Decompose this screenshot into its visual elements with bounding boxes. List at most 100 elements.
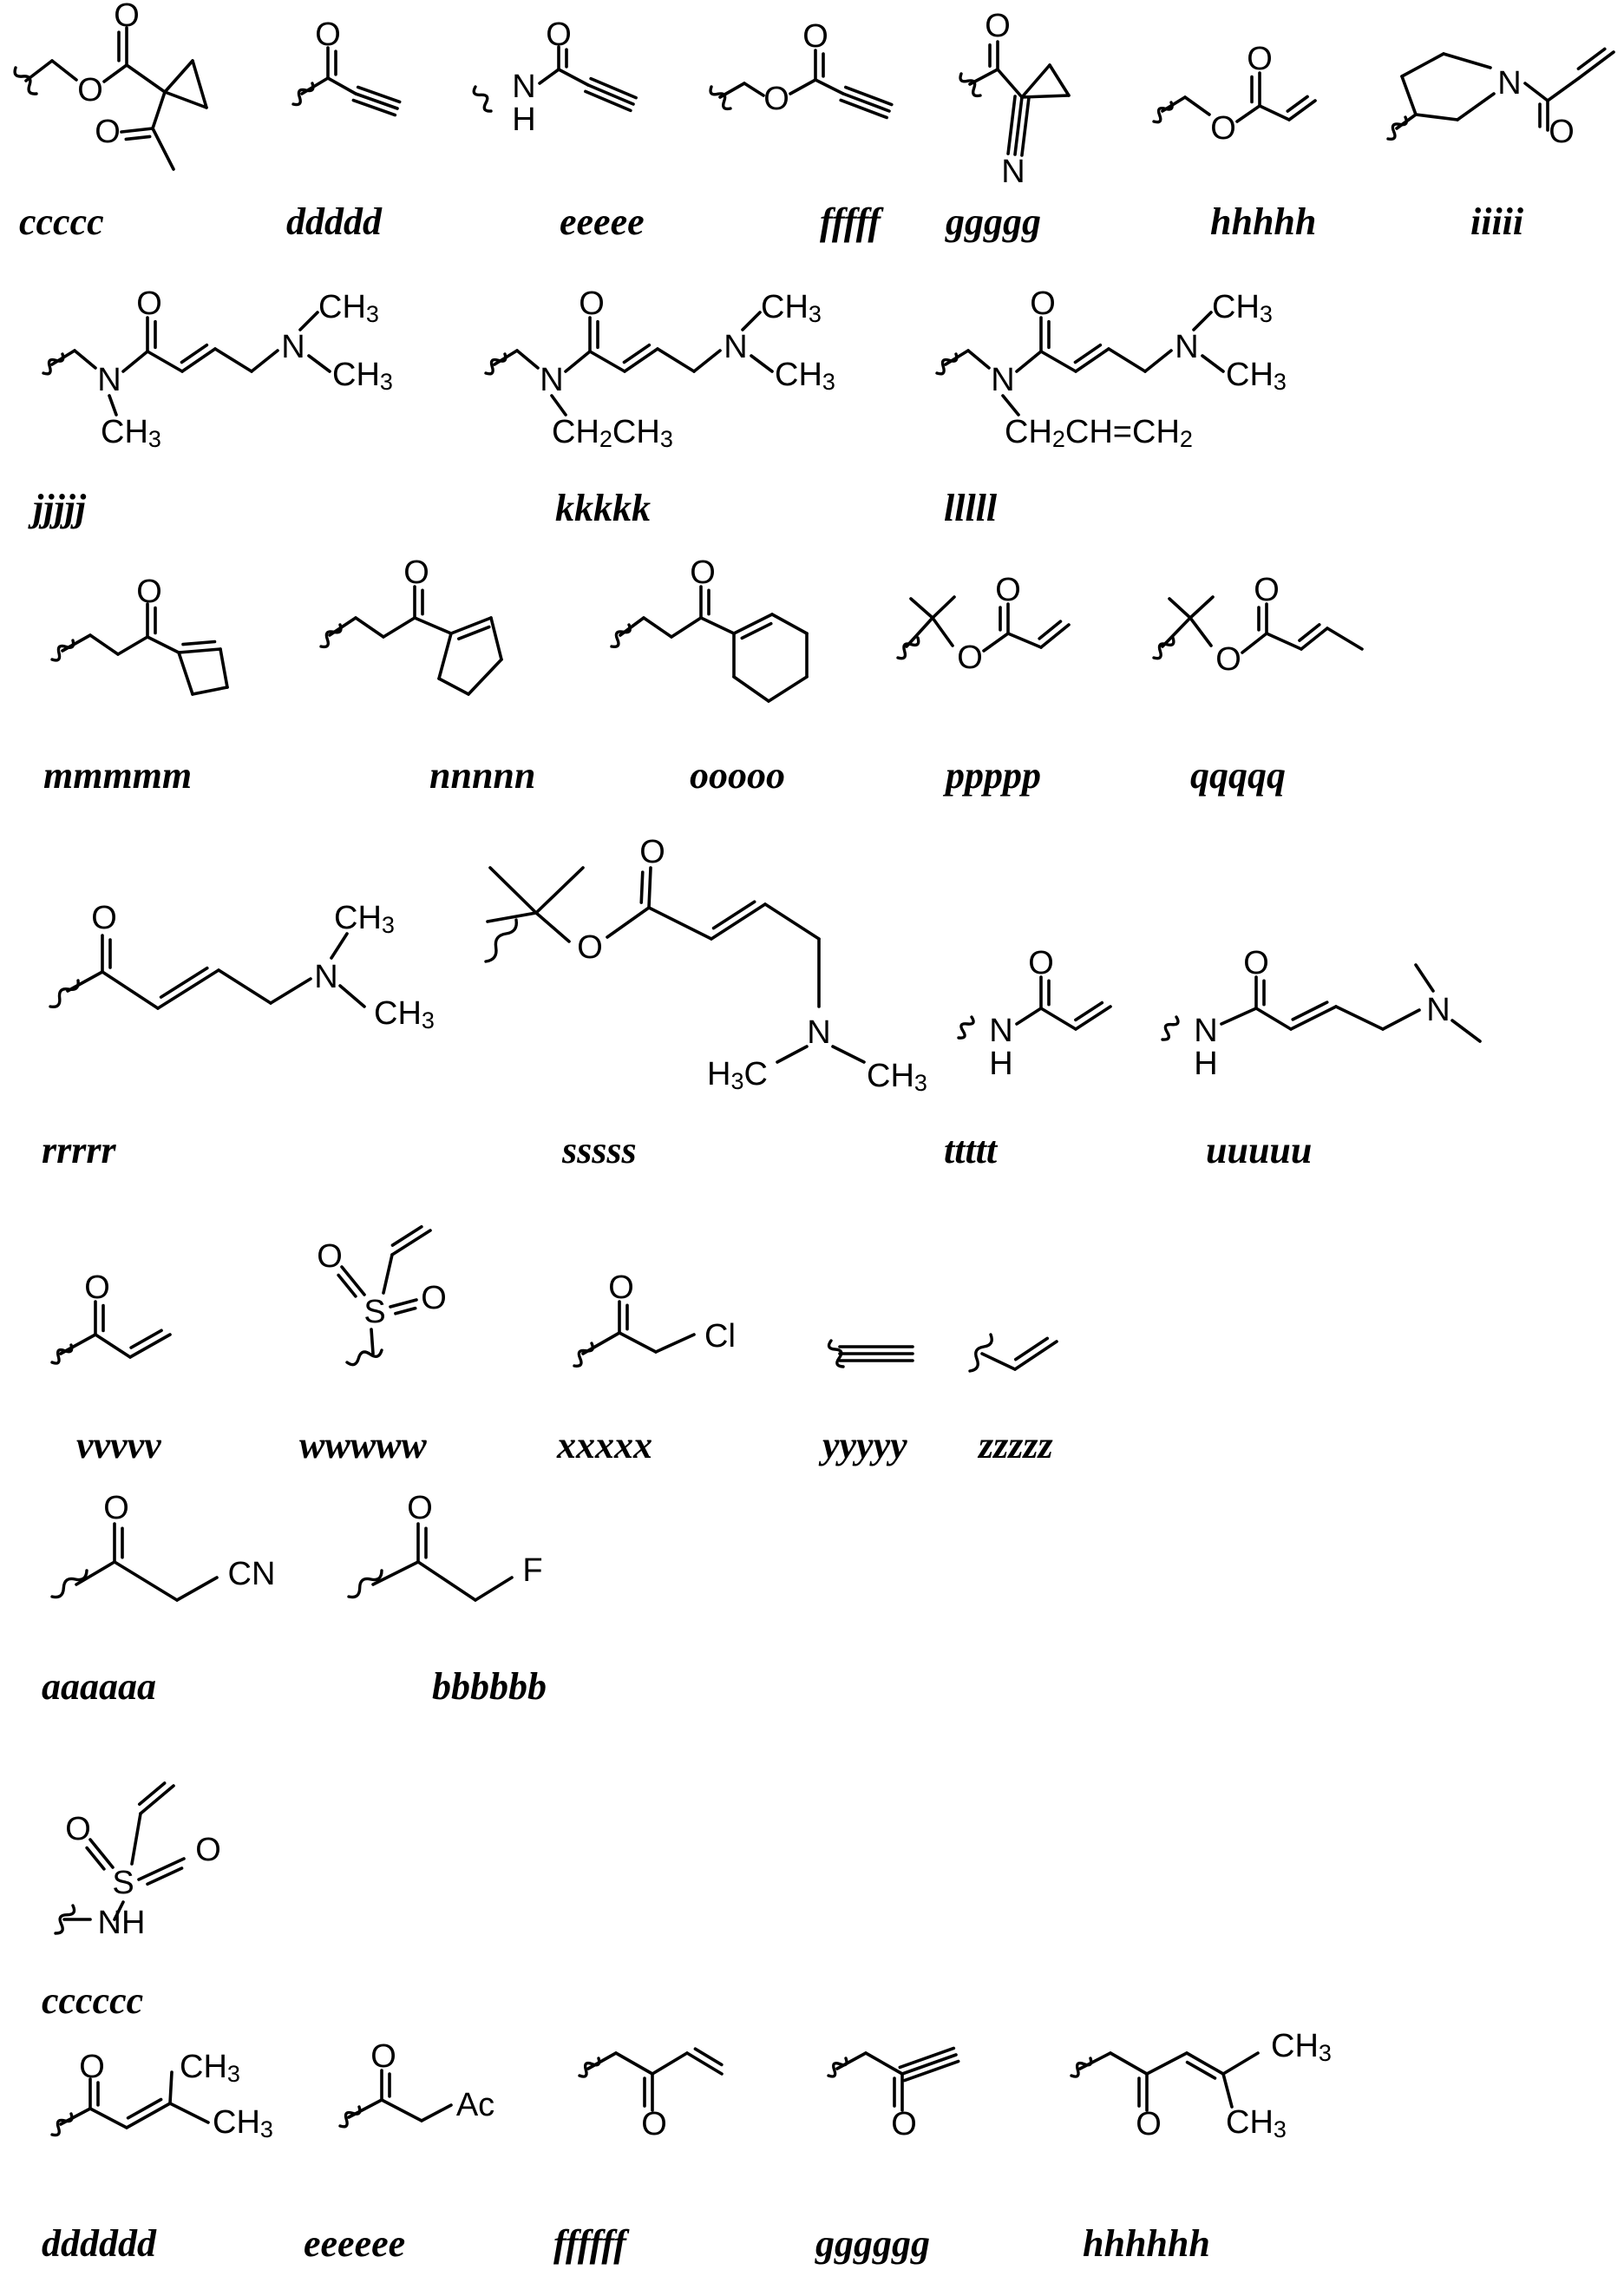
carbonyl-oxygen: O (407, 1490, 433, 1526)
sulfur-atom: S (363, 1294, 385, 1330)
methyl-label: H3​C (707, 1056, 768, 1094)
methyl-label: CH3​ (180, 2049, 240, 2087)
compound-label: ooooo (690, 754, 785, 797)
carbonyl-oxygen: O (546, 16, 572, 53)
n-substituent: CH2​CH=CH2​ (1005, 414, 1193, 452)
structure-xxxxx: OClxxxxx (556, 1269, 736, 1466)
compound-label: ddddd (286, 200, 383, 243)
carbonyl-oxygen: O (95, 114, 121, 150)
structure-jjjjj: N O N CH3​ CH3​ CH3​ jjjjj (28, 285, 393, 529)
carbonyl-oxygen: O (690, 554, 716, 591)
carbonyl-oxygen: O (995, 572, 1021, 608)
methyl-label: CH3​ (1271, 2028, 1332, 2066)
compound-label: ppppp (942, 754, 1041, 797)
carbonyl-oxygen: O (114, 0, 140, 34)
compound-label: jjjjj (28, 487, 87, 529)
structure-rrrrr: ONCH3​CH3​rrrrr (42, 900, 435, 1171)
carbonyl-oxygen: O (370, 2038, 396, 2075)
structure-yyyyy: yyyyy (818, 1341, 913, 1466)
amine-nitrogen: N (807, 1014, 830, 1051)
amide-hydrogen: H (989, 1046, 1012, 1082)
structure-mmmmm: Ommmmm (43, 574, 227, 797)
compound-label: qqqqq (1190, 754, 1286, 797)
structure-aaaaaa: OCNaaaaaa (42, 1490, 275, 1708)
amide-nitrogen: N (991, 362, 1014, 398)
carbonyl-oxygen: O (608, 1269, 634, 1306)
fluoro-label: F (522, 1552, 542, 1589)
acetyl-label: Ac (456, 2087, 494, 2123)
methyl-label: CH3​ (775, 357, 835, 395)
structure-ggggg: ONggggg (945, 8, 1069, 243)
sulfonyl-oxygen: O (317, 1238, 343, 1275)
structure-qqqqq: OOqqqqq (1154, 572, 1362, 797)
ester-oxygen: O (763, 81, 789, 117)
methyl-label: CH3​ (334, 900, 395, 938)
structure-sssss: OONH3​CCH3​sssss (486, 834, 927, 1171)
structure-uuuuu: NHONuuuuu (1162, 945, 1480, 1171)
compound-label: hhhhh (1210, 200, 1316, 243)
structure-dddddd: OCH3​CH3​dddddd (42, 2049, 273, 2265)
carbonyl-oxygen: O (641, 2106, 667, 2142)
amide-nitrogen: N (989, 1013, 1012, 1049)
n-substituent: CH3​ (101, 414, 161, 452)
amine-nitrogen: N (281, 329, 304, 365)
compound-label: mmmmm (43, 754, 192, 797)
carbonyl-oxygen: O (103, 1490, 129, 1526)
compound-label: xxxxx (556, 1424, 652, 1466)
compound-label: eeeeee (304, 2222, 405, 2265)
carbonyl-oxygen: O (891, 2106, 917, 2142)
amine-nitrogen: N (314, 959, 337, 995)
carbonyl-oxygen: O (1136, 2106, 1162, 2142)
compound-label: hhhhhh (1083, 2222, 1210, 2265)
methyl-label: CH3​ (1212, 289, 1273, 327)
ester-oxygen: O (77, 72, 103, 108)
carbonyl-oxygen: O (79, 2049, 105, 2085)
amide-nitrogen: N (97, 362, 121, 398)
structure-ddddd: Oddddd (286, 16, 400, 243)
amine-nitrogen: N (1426, 992, 1450, 1028)
structure-hhhhh: OOhhhhh (1154, 41, 1316, 243)
methyl-label: CH3​ (318, 289, 379, 327)
structure-hhhhhh: OCH3​CH3​hhhhhh (1071, 2028, 1332, 2265)
compound-label: rrrrr (42, 1129, 116, 1171)
compound-label: sssss (561, 1129, 637, 1171)
compound-label: fffff (820, 200, 884, 243)
compound-label: vvvvv (76, 1424, 161, 1466)
structure-eeeee: NHOeeeee (474, 16, 644, 243)
compound-label: wwwww (299, 1424, 427, 1466)
amide-hydrogen: H (1194, 1046, 1217, 1082)
carbonyl-oxygen: O (579, 285, 605, 322)
compound-label: eeeee (560, 200, 645, 243)
structure-gggggg: Ogggggg (815, 2048, 959, 2265)
ester-oxygen: O (1215, 641, 1241, 678)
methyl-label: CH3​ (332, 357, 393, 395)
compound-label: dddddd (42, 2222, 157, 2265)
carbonyl-oxygen: O (136, 285, 162, 322)
carbonyl-oxygen: O (136, 574, 162, 610)
sulfonamide-nh: NH (98, 1905, 146, 1941)
amine-nitrogen: N (724, 329, 747, 365)
amide-nitrogen: N (540, 362, 563, 398)
amine-nitrogen: N (1175, 329, 1198, 365)
compound-label: aaaaaa (42, 1665, 156, 1708)
structure-zzzzz: zzzzz (970, 1335, 1057, 1466)
compound-label: gggggg (815, 2222, 930, 2265)
structure-ccccc: OOOccccc (15, 0, 206, 243)
carbonyl-oxygen: O (802, 18, 828, 55)
compound-label: cccccc (42, 1979, 143, 2022)
carbonyl-oxygen: O (639, 834, 665, 870)
ester-oxygen: O (1210, 110, 1236, 147)
methyl-label: CH3​ (374, 995, 435, 1033)
amide-nitrogen: N (512, 69, 535, 105)
n-substituent: CH2​CH3​ (552, 414, 673, 452)
structure-eeeeee: O Ac eeeeee (304, 2038, 494, 2265)
structure-cccccc: OSONHcccccc (42, 1783, 221, 2022)
carbonyl-oxygen: O (1028, 945, 1054, 981)
structure-ppppp: OOppppp (898, 572, 1069, 797)
structure-vvvvv: Ovvvvv (52, 1269, 170, 1466)
sulfur-atom: S (112, 1865, 134, 1901)
structure-nnnnn: Onnnnn (321, 554, 535, 797)
structure-wwwww: OSOwwwww (299, 1227, 447, 1466)
compound-label: zzzzz (977, 1424, 1053, 1466)
